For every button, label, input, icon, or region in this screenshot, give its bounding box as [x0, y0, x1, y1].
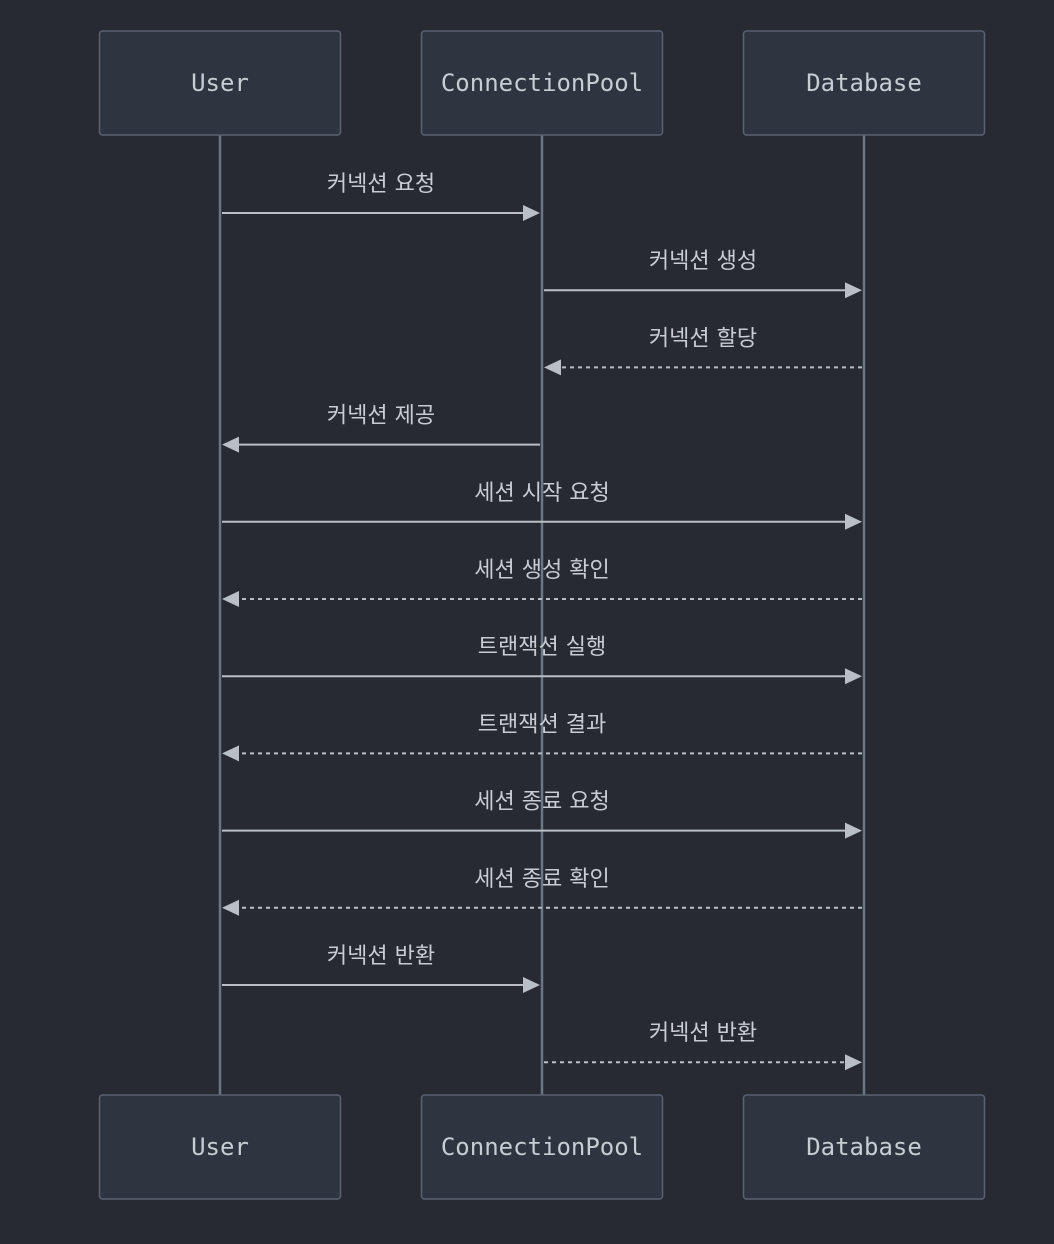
arrowhead-icon — [845, 668, 862, 685]
message-5: 세션 시작 요청 — [222, 481, 862, 530]
message-label: 세션 종료 확인 — [474, 867, 609, 892]
actor-db-bottom: Database — [742, 1094, 986, 1200]
message-label: 커넥션 요청 — [327, 172, 435, 197]
arrowhead-icon — [845, 513, 862, 530]
actor-user-bottom: User — [98, 1094, 342, 1200]
actor-box — [420, 30, 664, 136]
lifelines — [218, 135, 866, 1095]
message-4: 커넥션 제공 — [222, 404, 540, 453]
arrowhead-icon — [222, 899, 239, 916]
actor-box — [742, 30, 986, 136]
arrowhead-icon — [222, 436, 239, 453]
arrowhead-icon — [845, 1054, 862, 1071]
message-label: 커넥션 반환 — [649, 1021, 757, 1046]
actor-pool-bottom: ConnectionPool — [420, 1094, 664, 1200]
message-9: 세션 종료 요청 — [222, 790, 862, 839]
message-10: 세션 종료 확인 — [222, 867, 862, 916]
arrowhead-icon — [523, 205, 540, 221]
message-6: 세션 생성 확인 — [222, 558, 862, 607]
arrowhead-icon — [544, 359, 561, 376]
actor-label: ConnectionPool — [441, 69, 643, 97]
message-12: 커넥션 반환 — [544, 1021, 862, 1071]
actor-label: User — [191, 69, 249, 97]
message-label: 세션 생성 확인 — [474, 558, 609, 583]
arrowhead-icon — [845, 822, 862, 839]
actor-db-top: Database — [742, 30, 986, 136]
message-label: 커넥션 제공 — [327, 404, 435, 429]
message-label: 커넥션 할당 — [649, 326, 757, 351]
message-label: 세션 시작 요청 — [474, 481, 609, 506]
message-7: 트랜잭션 실행 — [222, 635, 862, 685]
message-3: 커넥션 할당 — [544, 326, 862, 376]
actor-label: ConnectionPool — [441, 1133, 643, 1161]
arrowhead-icon — [845, 282, 862, 299]
actor-box — [98, 30, 342, 136]
arrowhead-icon — [222, 591, 239, 607]
message-1: 커넥션 요청 — [222, 172, 540, 221]
actor-label: Database — [806, 69, 922, 97]
actor-box — [98, 1094, 342, 1200]
actor-user-top: User — [98, 30, 342, 136]
actor-label: User — [191, 1133, 249, 1161]
arrowhead-icon — [222, 745, 239, 762]
message-11: 커넥션 반환 — [222, 944, 540, 993]
actor-pool-top: ConnectionPool — [420, 30, 664, 136]
actor-label: Database — [806, 1133, 922, 1161]
message-label: 트랜잭션 결과 — [478, 712, 606, 737]
message-label: 커넥션 생성 — [649, 249, 757, 274]
actor-box — [420, 1094, 664, 1200]
message-8: 트랜잭션 결과 — [222, 712, 862, 762]
message-2: 커넥션 생성 — [544, 249, 862, 299]
message-label: 커넥션 반환 — [327, 944, 435, 969]
actor-box — [742, 1094, 986, 1200]
message-label: 트랜잭션 실행 — [478, 635, 606, 660]
arrowhead-icon — [523, 977, 540, 993]
message-label: 세션 종료 요청 — [474, 790, 609, 815]
